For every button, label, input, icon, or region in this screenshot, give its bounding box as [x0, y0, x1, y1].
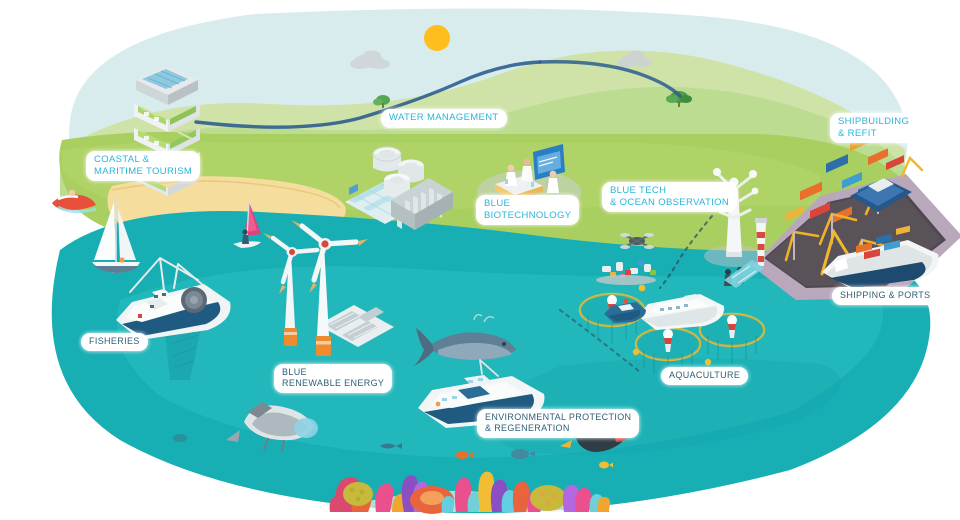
- label-blue-biotechnology[interactable]: BLUE BIOTECHNOLOGY: [476, 195, 580, 226]
- label-line: BLUE: [484, 198, 511, 209]
- label-fisheries[interactable]: FISHERIES: [81, 333, 148, 351]
- observation-data-link: [559, 215, 713, 373]
- label-line: BLUE: [282, 367, 307, 377]
- aquaculture-service-ship: [638, 294, 725, 330]
- submarine-rov: [226, 402, 318, 453]
- windsurfer: [233, 201, 261, 248]
- marine-litter: [596, 260, 656, 285]
- tender-boat: [604, 298, 646, 323]
- label-line: & REFIT: [838, 127, 877, 139]
- label-line: FISHERIES: [89, 336, 140, 346]
- label-line: BLUE TECH: [610, 185, 667, 196]
- label-line: ENVIRONMENTAL PROTECTION: [485, 412, 632, 422]
- label-line: MARITIME TOURISM: [94, 165, 193, 177]
- jetski: [52, 189, 97, 214]
- coral-reef: [322, 471, 612, 514]
- offshore-wind-farm: [263, 220, 394, 356]
- water-pipeline: [194, 60, 682, 129]
- label-shipping-ports[interactable]: SHIPPING & PORTS: [832, 287, 939, 305]
- marine-life: [173, 434, 613, 469]
- label-aquaculture[interactable]: AQUACULTURE: [661, 367, 749, 385]
- label-coastal-maritime-tourism[interactable]: COASTAL & MARITIME TOURISM: [86, 151, 201, 182]
- drone-icon: [620, 233, 654, 249]
- label-line: SHIPBUILDING: [838, 116, 910, 127]
- label-line: SHIPPING & PORTS: [840, 290, 931, 300]
- label-water-management[interactable]: WATER MANAGEMENT: [381, 109, 507, 128]
- water-treatment-plant: [345, 146, 453, 230]
- label-line: WATER MANAGEMENT: [389, 112, 499, 123]
- label-environmental-protection-regeneration[interactable]: ENVIRONMENTAL PROTECTION & REGENERATION: [477, 409, 640, 438]
- label-shipbuilding-refit[interactable]: SHIPBUILDING & REFIT: [830, 113, 918, 144]
- label-line: AQUACULTURE: [669, 370, 741, 380]
- label-line: BIOTECHNOLOGY: [484, 209, 572, 221]
- label-line: & REGENERATION: [485, 422, 570, 433]
- fishing-trawler: [116, 257, 231, 380]
- label-line: RENEWABLE ENERGY: [282, 377, 385, 388]
- sun-icon: [424, 25, 450, 51]
- label-blue-renewable-energy[interactable]: BLUE RENEWABLE ENERGY: [274, 364, 393, 393]
- whale: [414, 313, 516, 366]
- sailboat: [92, 200, 140, 273]
- label-line: & OCEAN OBSERVATION: [610, 196, 730, 208]
- cargo-ship: [822, 225, 939, 288]
- label-line: COASTAL &: [94, 154, 150, 165]
- label-blue-tech-ocean-observation[interactable]: BLUE TECH & OCEAN OBSERVATION: [602, 182, 738, 213]
- cloud-icon: [350, 50, 652, 69]
